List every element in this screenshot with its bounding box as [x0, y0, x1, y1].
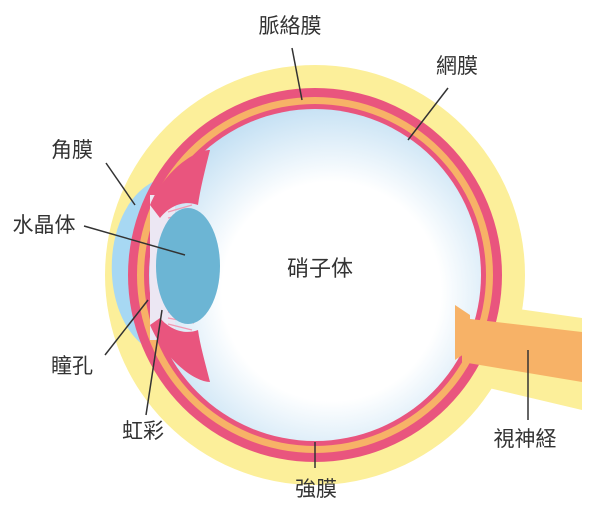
optic-disc — [455, 305, 470, 360]
leader-iris — [145, 309, 163, 416]
vitreous-body — [149, 109, 481, 441]
iris-upper — [150, 150, 210, 218]
optic-nerve — [462, 318, 582, 382]
cornea — [111, 178, 175, 355]
label-cornea: 角膜 — [51, 138, 93, 162]
leader-lens — [83, 225, 186, 256]
label-vitreous: 硝子体 — [287, 257, 353, 282]
label-pupil: 瞳孔 — [51, 354, 93, 378]
lens — [156, 208, 220, 324]
label-retina: 網膜 — [436, 54, 478, 78]
label-lens: 水晶体 — [13, 213, 76, 237]
leader-cornea — [105, 162, 136, 206]
label-optic-nerve: 視神経 — [494, 427, 557, 451]
leader-pupil — [104, 299, 149, 356]
iris-lower — [150, 318, 210, 382]
label-choroid: 脈絡膜 — [259, 14, 322, 38]
leader-retina — [407, 87, 449, 141]
label-sclera: 強膜 — [295, 477, 337, 501]
leader-choroid — [291, 47, 303, 101]
label-iris: 虹彩 — [122, 419, 164, 443]
